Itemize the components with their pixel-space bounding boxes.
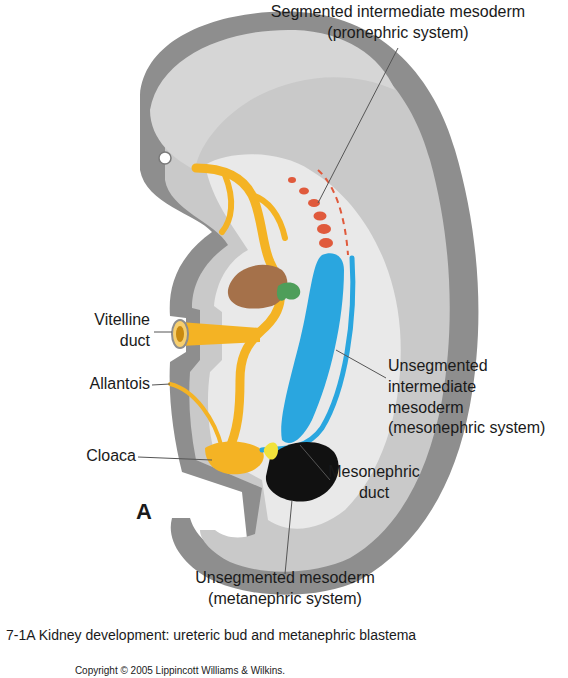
ureteric-bud bbox=[264, 443, 278, 460]
leader-line bbox=[285, 500, 292, 574]
pharyngeal-pouch bbox=[252, 195, 285, 238]
allantois-tube bbox=[170, 384, 222, 448]
leader-line bbox=[318, 48, 398, 203]
copyright-note: Copyright © 2005 Lippincott Williams & W… bbox=[0, 664, 360, 677]
structure-label: Cloaca bbox=[70, 446, 136, 467]
leader-line bbox=[154, 332, 172, 333]
vitelline-duct-opening bbox=[172, 320, 188, 348]
leader-line bbox=[138, 457, 212, 460]
gut-tube bbox=[196, 168, 280, 452]
pharyngeal-pouch bbox=[222, 175, 231, 232]
leader-line bbox=[336, 350, 386, 378]
structure-label: Unsegmented intermediate mesoderm (meson… bbox=[388, 356, 552, 439]
panel-letter: A bbox=[136, 498, 166, 527]
pronephric-segment bbox=[299, 188, 309, 195]
structure-label: Mesonephric duct bbox=[322, 462, 426, 504]
pronephric-segment bbox=[319, 238, 333, 248]
cloaca bbox=[205, 441, 264, 474]
leader-line bbox=[152, 384, 170, 385]
pronephric-segment bbox=[314, 212, 327, 221]
mesonephric-duct-line bbox=[262, 258, 353, 450]
figure-caption: 7-1A Kidney development: ureteric bud an… bbox=[6, 626, 546, 644]
vitelline-duct-tube bbox=[180, 322, 260, 346]
pronephric-segment bbox=[317, 224, 331, 234]
eye-placode bbox=[159, 152, 171, 164]
structure-label: Unsegmented mesoderm (metanephric system… bbox=[170, 568, 400, 610]
mesonephric-tissue bbox=[281, 253, 344, 443]
structure-label: Allantois bbox=[70, 374, 150, 395]
pancreas-bud bbox=[277, 283, 300, 301]
structure-label: Segmented intermediate mesoderm (proneph… bbox=[263, 2, 533, 44]
pronephric-segment bbox=[288, 177, 296, 183]
structure-label: Vitelline duct bbox=[76, 310, 150, 352]
embryo-outline bbox=[140, 12, 478, 595]
vitelline-duct-lumen bbox=[176, 326, 184, 342]
embryo-head bbox=[150, 30, 395, 170]
leader-line bbox=[300, 445, 330, 480]
